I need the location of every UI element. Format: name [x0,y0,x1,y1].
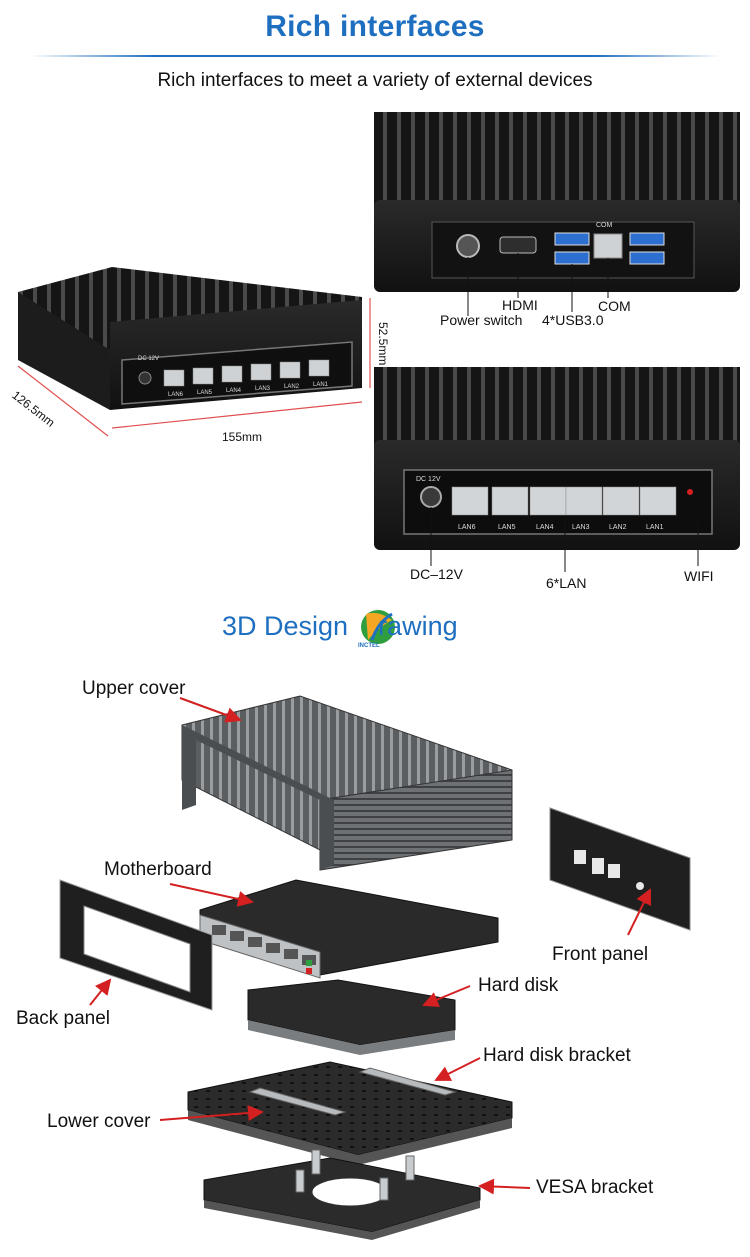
page-subtitle: Rich interfaces to meet a variety of ext… [157,70,593,91]
lan3-label: LAN3 [255,386,271,392]
lan2-label: LAN2 [609,524,627,531]
lan4-label: LAN4 [226,388,242,394]
design-title-pre: 3D Design [222,611,349,641]
lan3-label: LAN3 [572,524,590,531]
lan5-label: LAN5 [498,524,516,531]
lan-port-icon [529,486,567,516]
title-underline [30,55,720,57]
back-panel-label: Back panel [16,1008,111,1029]
lan-port-icon [451,486,489,516]
dc-jack-icon [138,371,152,385]
vesa-bracket-label: VESA bracket [536,1177,654,1198]
logo-swoosh-icon [370,612,393,641]
com-callout: COM [598,298,631,314]
lan-port-icon [308,359,330,377]
lan-port-icon [250,363,272,381]
hard-disk-arrow [422,985,471,1008]
lan-port-icon [279,361,301,379]
device-side [18,292,110,410]
dc-label: DC 12V [416,476,441,483]
design-drawing-title: 3D Design rawing [222,611,458,642]
vesa-bracket-arrow [478,1178,531,1195]
lan-port-icon [163,369,185,387]
lower-cover-arrow [159,1105,264,1122]
dc-jack-icon [420,486,442,508]
design-title-post: rawing [378,611,458,641]
dimension-line-width [111,401,363,429]
page-title: Rich interfaces [265,10,485,43]
com-port-label: COM [596,222,613,229]
upper-cover-label: Upper cover [82,678,186,699]
lan1-label: LAN1 [313,382,329,388]
motherboard-arrow [169,883,254,907]
lower-cover-label: Lower cover [47,1111,151,1132]
logo-text: INCTEL [358,643,380,649]
power-switch-callout: Power switch [440,312,523,328]
hdmi-port-icon [499,236,537,254]
hard-disk-bracket-label: Hard disk bracket [483,1045,631,1066]
lan2-label: LAN2 [284,384,300,390]
upper-cover-arrow [179,697,242,723]
hard-disk-bracket-part [248,1067,457,1116]
usb-port-icon [629,251,665,265]
lan-port-icon [602,486,640,516]
dc-callout: DC–12V [410,566,463,582]
lan1-label: LAN1 [646,524,664,531]
wifi-callout: WIFI [684,568,714,584]
hdmi-callout: HDMI [502,297,538,313]
vesa-bracket-part [203,1149,481,1240]
front-panel-part [549,807,691,931]
lan6-label: LAN6 [168,392,184,398]
dimension-line-depth [17,365,109,437]
width-dimension: 155mm [222,430,263,444]
hard-disk-bracket-arrow [434,1057,481,1081]
height-dimension: 52.5mm [376,322,390,366]
brand-logo [361,610,395,644]
lan-port-icon [565,486,603,516]
hard-disk-label: Hard disk [478,975,559,996]
device-rear-view [374,112,740,316]
lan6-label: LAN6 [458,524,476,531]
power-button-icon [456,234,480,258]
led-icon [687,489,693,495]
lan-port-icon [639,486,677,516]
upper-cover-part [181,695,513,871]
dc-label: DC 12V [138,356,160,362]
usb-callout: 4*USB3.0 [542,312,604,328]
com-port-icon [593,233,623,259]
lan4-label: LAN4 [536,524,554,531]
device-front-view [374,367,740,572]
usb-port-icon [554,251,590,265]
lan-port-icon [221,365,243,383]
device-perspective-view [17,267,371,437]
back-panel-arrow [89,978,112,1006]
motherboard-part [199,879,499,979]
back-panel-part [59,879,213,1011]
hard-disk-part [247,979,456,1055]
front-panel-label: Front panel [552,944,649,965]
motherboard-label: Motherboard [104,859,212,880]
usb-port-icon [629,232,665,246]
usb-port-icon [554,232,590,246]
lan-port-icon [192,367,214,385]
lan-callout: 6*LAN [546,575,587,591]
lan5-label: LAN5 [197,390,213,396]
front-panel-arrow [627,888,652,936]
lan-port-icon [491,486,529,516]
